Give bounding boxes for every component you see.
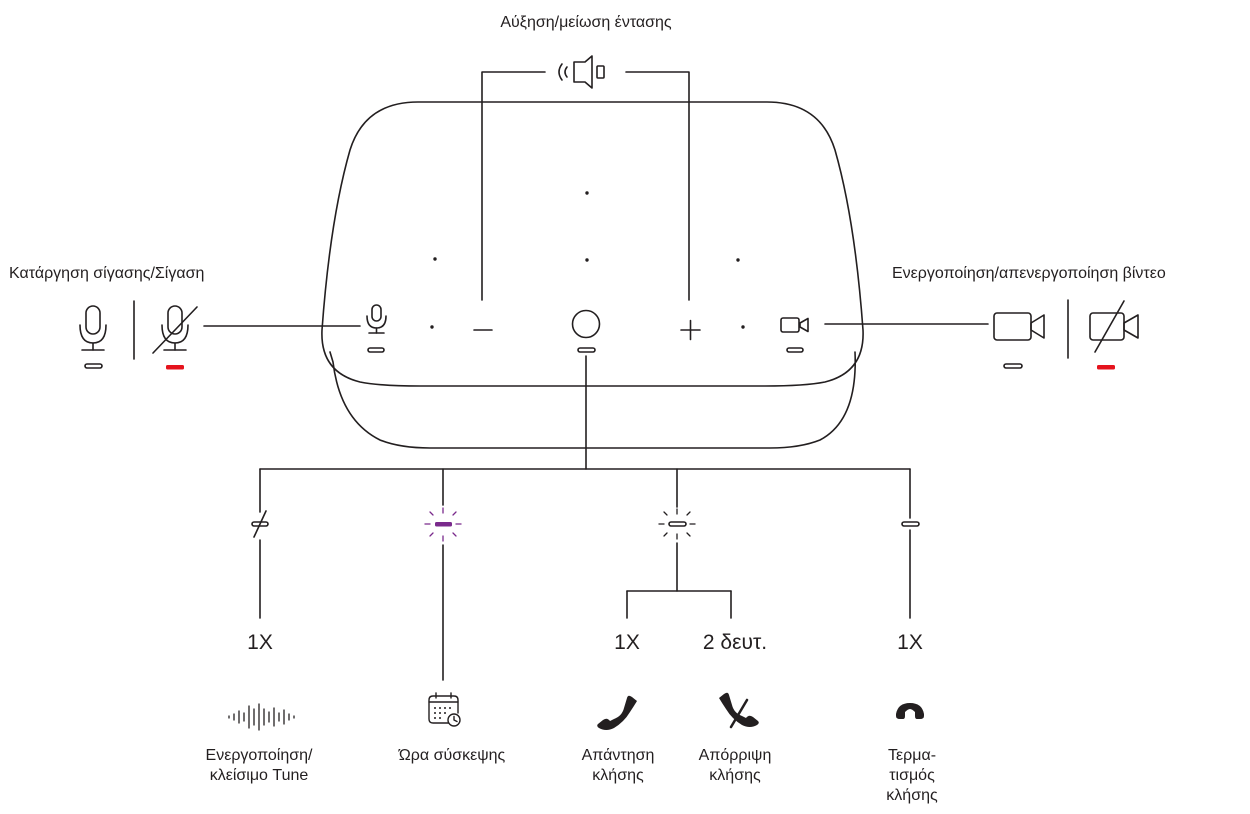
device-volume-up-button bbox=[680, 319, 701, 341]
answer-call-label: Απάντηση κλήσης bbox=[581, 747, 655, 784]
microphone-muted-icon bbox=[152, 305, 198, 354]
device-mic-led bbox=[367, 347, 385, 353]
speakerphone-device bbox=[321, 101, 864, 449]
video-label: Ενεργοποίηση/απενεργοποίηση βίντεο bbox=[892, 265, 1166, 282]
tune-label: Ενεργοποίηση/ κλείσιμο Tune bbox=[205, 747, 313, 784]
camera-on-icon bbox=[993, 312, 1045, 341]
mute-label: Κατάργηση σίγασης/Σίγαση bbox=[9, 265, 205, 282]
camera-off-led-indicator bbox=[1097, 365, 1115, 370]
calendar-clock-icon bbox=[428, 692, 461, 727]
unmuted-led-indicator bbox=[84, 363, 103, 369]
led-off-icon bbox=[251, 510, 269, 538]
muted-led-indicator bbox=[166, 365, 184, 370]
led-pulsing-purple-icon bbox=[424, 507, 462, 542]
action-tree-lines bbox=[259, 355, 911, 681]
device-action-led bbox=[577, 347, 596, 353]
end-call-label: Τερμα- τισμός κλήσης bbox=[886, 747, 938, 804]
volume-label: Αύξηση/μείωση έντασης bbox=[500, 14, 672, 31]
indicator-dots bbox=[430, 191, 745, 329]
speaker-volume-icon bbox=[558, 55, 605, 89]
phone-hangup-icon bbox=[896, 703, 924, 719]
volume-callout-lines bbox=[481, 71, 690, 301]
hangup-count: 1X bbox=[897, 631, 923, 654]
tune-count: 1X bbox=[247, 631, 273, 654]
led-solid-white-icon bbox=[901, 521, 920, 527]
decline-call-label: Απόρριψη κλήσης bbox=[698, 747, 772, 784]
camera-on-led-indicator bbox=[1003, 363, 1023, 369]
volume-up-sign: + bbox=[682, 306, 704, 326]
meeting-time-label: Ώρα σύσκεψης bbox=[398, 747, 506, 764]
led-pulsing-white-icon bbox=[658, 508, 696, 540]
device-camera-button-icon bbox=[780, 317, 809, 333]
answer-count: 1X bbox=[614, 631, 640, 654]
volume-down-sign: − bbox=[475, 306, 497, 326]
sound-wave-icon bbox=[228, 703, 295, 731]
phone-answer-icon bbox=[597, 695, 637, 730]
camera-off-icon bbox=[1089, 300, 1139, 353]
decline-count: 2 δευτ. bbox=[702, 631, 768, 654]
device-action-button bbox=[571, 309, 601, 339]
device-mic-button-icon bbox=[366, 304, 387, 334]
device-camera-led bbox=[786, 347, 804, 353]
phone-decline-icon bbox=[719, 692, 759, 729]
microphone-unmuted-icon bbox=[79, 305, 107, 351]
